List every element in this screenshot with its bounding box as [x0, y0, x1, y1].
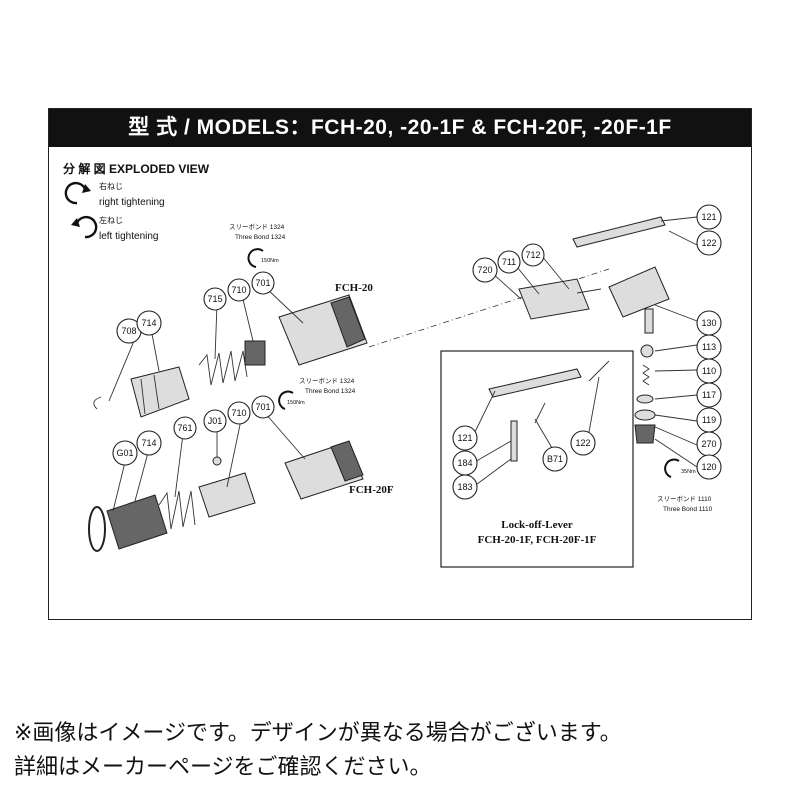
balloon-183: 183 [452, 474, 478, 500]
lock-off-lever-models: FCH-20-1F, FCH-20F-1F [478, 534, 597, 546]
spring-715 [198, 350, 248, 386]
svg-text:122: 122 [575, 438, 590, 448]
svg-text:183: 183 [457, 482, 472, 492]
svg-text:270: 270 [701, 439, 716, 449]
svg-text:120: 120 [701, 462, 716, 472]
models-title-bar: 型 式 / MODELS：FCH-20, -20-1F & FCH-20F, -… [49, 109, 751, 147]
svg-text:708: 708 [121, 326, 136, 336]
balloon-g01: G01 [112, 440, 138, 466]
lock-off-lever-panel [440, 350, 634, 568]
part-number-balloons: 708 714 715 710 701 G01 714 761 J01 710 … [112, 204, 722, 500]
balloon-113: 113 [696, 334, 722, 360]
svg-text:184: 184 [457, 458, 472, 468]
part-j01 [198, 472, 256, 518]
svg-text:701: 701 [255, 402, 270, 412]
svg-text:Three Bond 1324: Three Bond 1324 [235, 234, 286, 241]
svg-text:150Nm: 150Nm [261, 258, 279, 264]
svg-text:720: 720 [477, 265, 492, 275]
balloon-701-f: 701 [251, 395, 275, 419]
part-121-lever [572, 216, 666, 248]
fch-20-assembly [93, 294, 368, 418]
svg-text:701: 701 [255, 278, 270, 288]
balloon-122-lol: 122 [570, 430, 596, 456]
balloon-714: 714 [136, 310, 162, 336]
svg-text:35Nm: 35Nm [681, 469, 696, 475]
balloon-761: 761 [173, 416, 197, 440]
svg-text:スリーボンド 1324: スリーボンド 1324 [299, 377, 355, 385]
svg-text:119: 119 [702, 415, 716, 425]
balloon-130: 130 [696, 310, 722, 336]
balloon-710: 710 [227, 278, 251, 302]
section-heading: 分 解 図 EXPLODED VIEW [63, 161, 210, 176]
balloon-701: 701 [251, 271, 275, 295]
balloon-715: 715 [203, 287, 227, 311]
balloon-110: 110 [696, 358, 722, 384]
torque-note-3: 35Nm スリーボンド 1110 Three Bond 1110 [657, 458, 713, 513]
spring-761 [158, 490, 196, 530]
part-714-grip [106, 494, 168, 550]
svg-text:J01: J01 [208, 416, 223, 426]
svg-text:714: 714 [141, 438, 156, 448]
legend-left-jp: 左ねじ [99, 215, 123, 225]
cylinder-assembly [518, 216, 670, 444]
disclaimer-line-2: 詳細はメーカーページをご確認ください。 [14, 754, 432, 779]
balloon-184: 184 [452, 450, 478, 476]
left-tightening-icon [71, 215, 98, 239]
svg-text:761: 761 [177, 423, 192, 433]
exploded-view-sheet: 型 式 / MODELS：FCH-20, -20-1F & FCH-20F, -… [48, 108, 752, 620]
balloon-270: 270 [696, 431, 722, 457]
svg-text:150Nm: 150Nm [287, 400, 305, 406]
lock-off-lever-title: Lock-off-Lever [501, 519, 573, 531]
balloon-117: 117 [696, 382, 722, 408]
torque-note-1: スリーボンド 1324 Three Bond 1324 150Nm [229, 223, 286, 268]
svg-text:710: 710 [231, 285, 246, 295]
svg-text:712: 712 [525, 250, 540, 260]
svg-text:711: 711 [502, 257, 516, 267]
svg-text:G01: G01 [116, 448, 133, 458]
balloon-b71: B71 [542, 446, 568, 472]
torque-note-2: スリーボンド 1324 Three Bond 1324 150Nm [278, 377, 356, 410]
lock-off-lever-parts [488, 360, 610, 462]
svg-text:110: 110 [702, 366, 716, 376]
exploded-view-diagram: 分 解 図 EXPLODED VIEW 右ねじ right tightening… [63, 161, 722, 568]
svg-text:スリーボンド 1324: スリーボンド 1324 [229, 223, 285, 231]
balloon-122: 122 [696, 230, 722, 256]
balloon-712: 712 [521, 243, 545, 267]
balloon-119: 119 [696, 407, 722, 433]
balloon-j01: J01 [203, 409, 227, 433]
part-130-cylinder [608, 266, 670, 318]
balloon-720: 720 [472, 257, 498, 283]
balloon-120: 120 [696, 454, 722, 480]
part-120-cap [634, 424, 656, 444]
svg-text:Three Bond 1324: Three Bond 1324 [305, 388, 356, 395]
fch-20f-assembly [88, 440, 364, 552]
balloon-714-f: 714 [136, 430, 162, 456]
disclaimer-note: ※画像はイメージです。デザインが異なる場合がございます。 詳細はメーカーページを… [14, 716, 794, 784]
svg-text:130: 130 [701, 318, 716, 328]
svg-text:715: 715 [207, 294, 222, 304]
balloon-121-lol: 121 [452, 425, 478, 451]
leader-lines [108, 216, 698, 512]
part-710-nut [244, 340, 266, 366]
svg-text:121: 121 [457, 433, 472, 443]
right-tightening-icon [64, 181, 91, 205]
svg-text:スリーボンド 1110: スリーボンド 1110 [657, 495, 712, 503]
balloon-710-f: 710 [227, 401, 251, 425]
svg-text:117: 117 [702, 390, 716, 400]
svg-text:113: 113 [702, 342, 716, 352]
svg-text:121: 121 [701, 212, 716, 222]
legend-right-en: right tightening [99, 197, 165, 208]
svg-text:714: 714 [141, 318, 156, 328]
balloon-711: 711 [497, 250, 521, 274]
svg-text:122: 122 [701, 238, 716, 248]
model-fch-20-label: FCH-20 [335, 282, 373, 294]
svg-text:710: 710 [231, 408, 246, 418]
svg-text:Three Bond 1110: Three Bond 1110 [663, 506, 713, 513]
legend-right-jp: 右ねじ [99, 181, 123, 191]
disclaimer-line-1: ※画像はイメージです。デザインが異なる場合がございます。 [14, 720, 622, 745]
balloon-121: 121 [696, 204, 722, 230]
model-fch-20f-label: FCH-20F [349, 484, 394, 496]
legend-left-en: left tightening [99, 231, 159, 242]
svg-text:B71: B71 [547, 454, 563, 464]
